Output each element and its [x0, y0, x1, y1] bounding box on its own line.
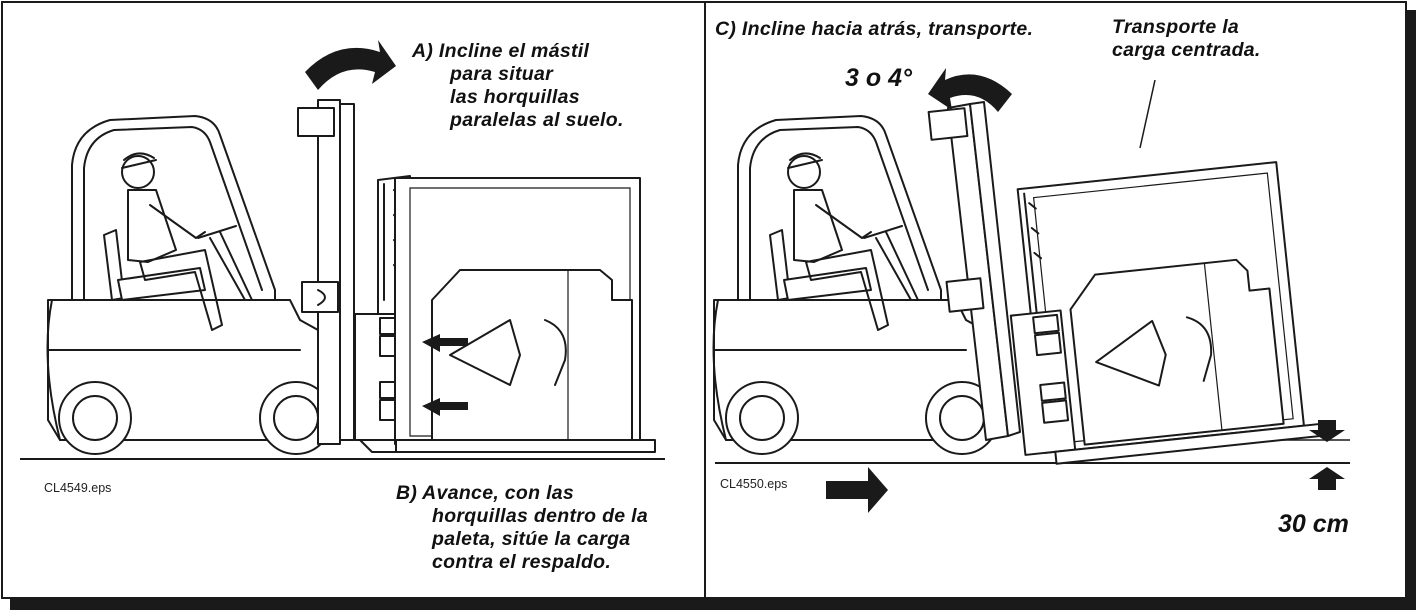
step-a-line-4: paralelas al suelo. — [450, 109, 624, 131]
center-load-line-2: carga centrada. — [1112, 39, 1261, 61]
step-b-line-3: paleta, sitúe la carga — [432, 528, 631, 550]
step-a-line-2: para situar — [450, 63, 554, 85]
push-arrow-upper — [422, 334, 468, 352]
step-c-text: C) Incline hacia atrás, transporte. — [715, 18, 1034, 40]
center-load-line-1: Transporte la — [1112, 16, 1240, 38]
step-b-line-2: horquillas dentro de la — [432, 505, 649, 527]
right-file-label: CL4550.eps — [720, 477, 788, 491]
step-a-line-3: las horquillas — [450, 86, 580, 108]
right-forklift — [712, 68, 1350, 513]
left-file-label: CL4549.eps — [44, 481, 112, 495]
ground-clearance-text: 30 cm — [1278, 510, 1349, 538]
step-b-line-4: contra el respaldo. — [432, 551, 612, 573]
step-a-line-1: A) Incline el mástil — [412, 40, 590, 62]
left-forklift — [20, 40, 665, 460]
step-b-text: B) Avance, con las horquillas dentro de … — [396, 482, 648, 574]
clearance-arrow-down — [1309, 420, 1345, 442]
step-a-text: A) Incline el mástil para situar las hor… — [412, 40, 624, 132]
tilt-back-arrow — [928, 68, 1012, 112]
center-load-pointer — [1139, 79, 1156, 149]
travel-direction-arrow — [826, 467, 888, 513]
tilt-angle-text: 3 o 4° — [845, 64, 912, 92]
clearance-arrow-up — [1309, 467, 1345, 490]
tilt-forward-arrow — [305, 40, 396, 90]
center-load-text: Transporte la carga centrada. — [1112, 16, 1261, 62]
push-arrow-lower — [422, 398, 468, 416]
step-b-line-1: B) Avance, con las — [396, 482, 575, 504]
